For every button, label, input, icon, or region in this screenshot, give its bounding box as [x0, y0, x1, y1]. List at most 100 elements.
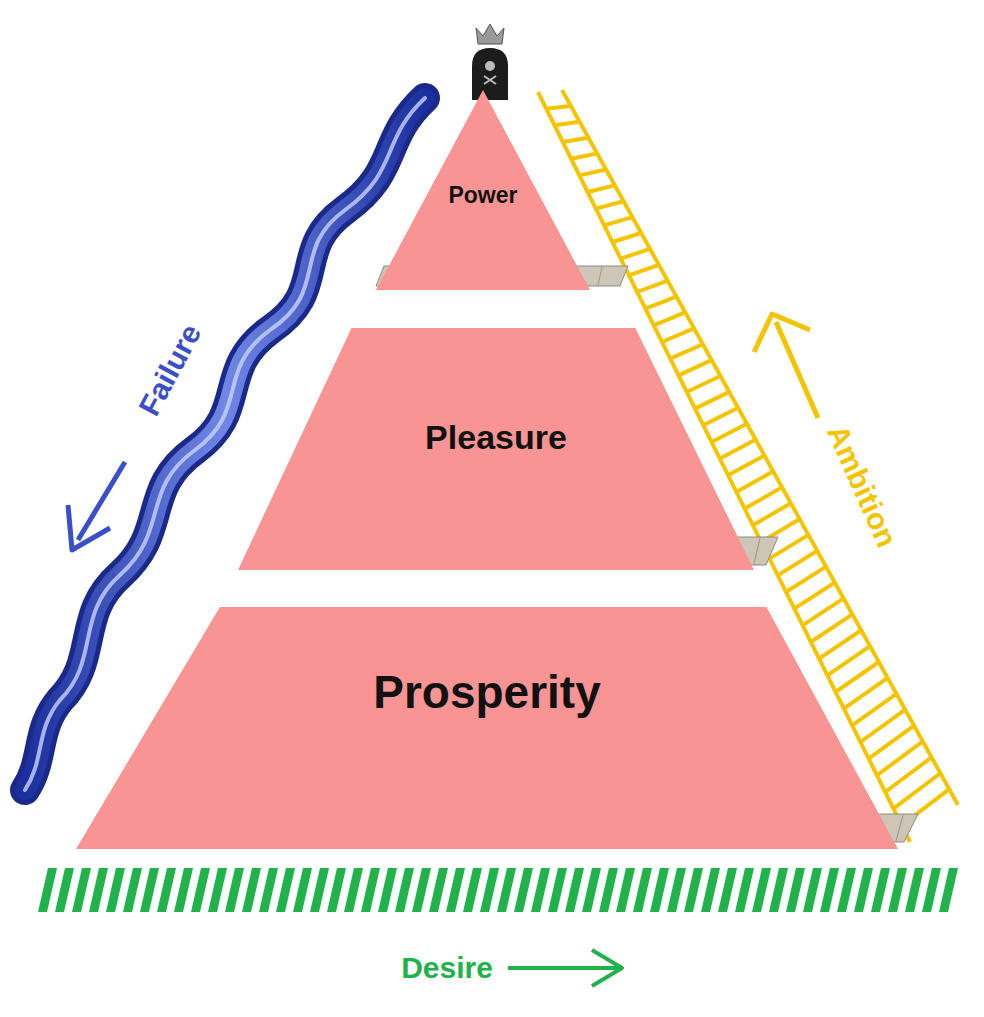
desire-arrow [508, 966, 620, 970]
desire-stripe [140, 868, 159, 912]
ladder-rung [588, 185, 615, 192]
desire-stripe [378, 868, 397, 912]
desire-stripe [667, 868, 686, 912]
desire-stripe [888, 868, 907, 912]
ladder-rung [629, 265, 659, 276]
crown [476, 24, 504, 44]
desire-stripes [38, 868, 958, 912]
ladder-rung [645, 297, 676, 309]
tombstone [472, 48, 508, 100]
desire-stripe [463, 868, 482, 912]
desire-stripe [922, 868, 941, 912]
ladder-rung [621, 249, 650, 259]
desire-stripe [429, 868, 448, 912]
tier-fill [376, 90, 590, 290]
platform-tile [598, 267, 602, 285]
desire-stripe [259, 868, 278, 912]
ladder-rung [778, 551, 817, 576]
desire-stripe [531, 868, 550, 912]
desire-stripe [446, 868, 465, 912]
ladder-rung [679, 360, 712, 375]
ladder-rung [753, 503, 791, 525]
desire-stripe [905, 868, 924, 912]
desire-stripe [344, 868, 363, 912]
desire-stripe [106, 868, 125, 912]
tier-shape [76, 607, 898, 849]
ambition-arrow [776, 322, 818, 418]
ladder-rung [571, 154, 597, 159]
failure-label: Failure [132, 319, 208, 422]
desire-stripe [565, 868, 584, 912]
desire-stripe [735, 868, 754, 912]
desire-stripe [871, 868, 890, 912]
failure-arrow [78, 462, 125, 540]
desire-stripe [412, 868, 431, 912]
desire-stripe [361, 868, 380, 912]
ladder-rung [579, 169, 606, 175]
ladder-rung [612, 233, 641, 242]
ambition-label: Ambition [820, 420, 904, 553]
desire-arrowhead [592, 950, 622, 986]
ladder-rung [786, 567, 826, 592]
desire-stripe [837, 868, 856, 912]
desire-stripe [225, 868, 244, 912]
ladder-rung [563, 138, 589, 142]
desire-stripe [854, 868, 873, 912]
desire-stripe [514, 868, 533, 912]
desire-stripe [72, 868, 91, 912]
desire-stripe [327, 868, 346, 912]
ladder-rung [670, 344, 703, 358]
desire-stripe [242, 868, 261, 912]
ladder-rung [794, 583, 835, 609]
desire-stripe [55, 868, 74, 912]
ladder-rung [654, 312, 685, 325]
desire-label: Desire [401, 951, 493, 985]
ambition-arrowhead [754, 314, 810, 352]
desire-stripe [38, 868, 57, 912]
ladder-rung [596, 201, 624, 208]
desire-stripe [208, 868, 227, 912]
ladder-rung [695, 392, 729, 409]
desire-stripe [752, 868, 771, 912]
tier-title: Pleasure [425, 418, 567, 457]
ladder-rung [637, 281, 667, 292]
desire-stripe [497, 868, 516, 912]
desire-stripe [89, 868, 108, 912]
crossbones [484, 76, 496, 84]
desire-stripe [616, 868, 635, 912]
desire-stripe [395, 868, 414, 912]
pyramid-tier: Power [376, 90, 590, 290]
ladder-rung [811, 614, 853, 642]
ladder-rung [728, 455, 764, 475]
desire-stripe [480, 868, 499, 912]
ambition-label-text: Ambition [821, 420, 904, 552]
desire-stripe [684, 868, 703, 912]
desire-stripe [701, 868, 720, 912]
desire-stripe [786, 868, 805, 912]
desire-stripe [157, 868, 176, 912]
desire-stripe [599, 868, 618, 912]
desire-stripe [803, 868, 822, 912]
ladder-rung [720, 440, 756, 459]
desire-label-text: Desire [401, 951, 493, 984]
desire-stripe [123, 868, 142, 912]
desire-stripe [582, 868, 601, 912]
ladder-rung [745, 487, 782, 508]
ladder-rung [662, 328, 694, 342]
ladder-rung [687, 376, 721, 392]
desire-stripe [310, 868, 329, 912]
tier-fill [238, 328, 754, 570]
desire-stripe [718, 868, 737, 912]
ladder-rung [555, 122, 580, 126]
ladder-rung [604, 217, 632, 225]
ladder-rung [736, 471, 773, 492]
desire-stripe [633, 868, 652, 912]
failure-label-text: Failure [132, 319, 207, 421]
platform-tile [754, 538, 760, 564]
desire-stripe [939, 868, 958, 912]
ladder-rung [546, 106, 571, 109]
desire-stripe [650, 868, 669, 912]
skull [485, 61, 495, 71]
tier-title: Power [448, 182, 517, 209]
ladder-rung [803, 598, 844, 625]
